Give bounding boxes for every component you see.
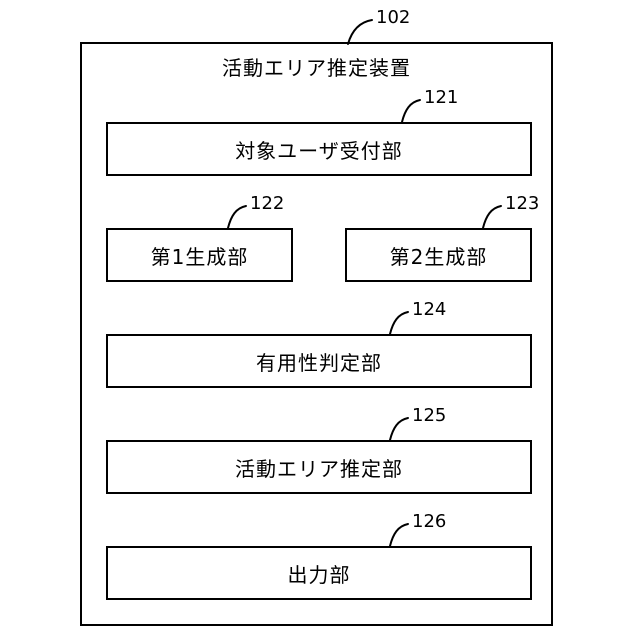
unit-label: 第1生成部 [151,241,249,270]
leader-102 [348,20,372,44]
unit-ref-122: 122 [250,194,284,214]
unit-label: 出力部 [288,559,351,588]
unit-ref-124: 124 [412,300,446,320]
unit-ref-126: 126 [412,512,446,532]
unit-label: 第2生成部 [390,241,488,270]
unit-label: 活動エリア推定部 [235,453,403,482]
activity-area-estimation-unit: 活動エリア推定部 [106,440,532,494]
unit-ref-123: 123 [505,194,539,214]
output-unit: 出力部 [106,546,532,600]
usefulness-determination-unit: 有用性判定部 [106,334,532,388]
unit-label: 有用性判定部 [256,347,382,376]
first-generation-unit: 第1生成部 [106,228,293,282]
unit-ref-121: 121 [424,88,458,108]
unit-label: 対象ユーザ受付部 [235,135,403,164]
second-generation-unit: 第2生成部 [345,228,532,282]
device-ref: 102 [376,8,410,28]
unit-ref-125: 125 [412,406,446,426]
target-user-reception-unit: 対象ユーザ受付部 [106,122,532,176]
device-title: 活動エリア推定装置 [80,56,553,80]
